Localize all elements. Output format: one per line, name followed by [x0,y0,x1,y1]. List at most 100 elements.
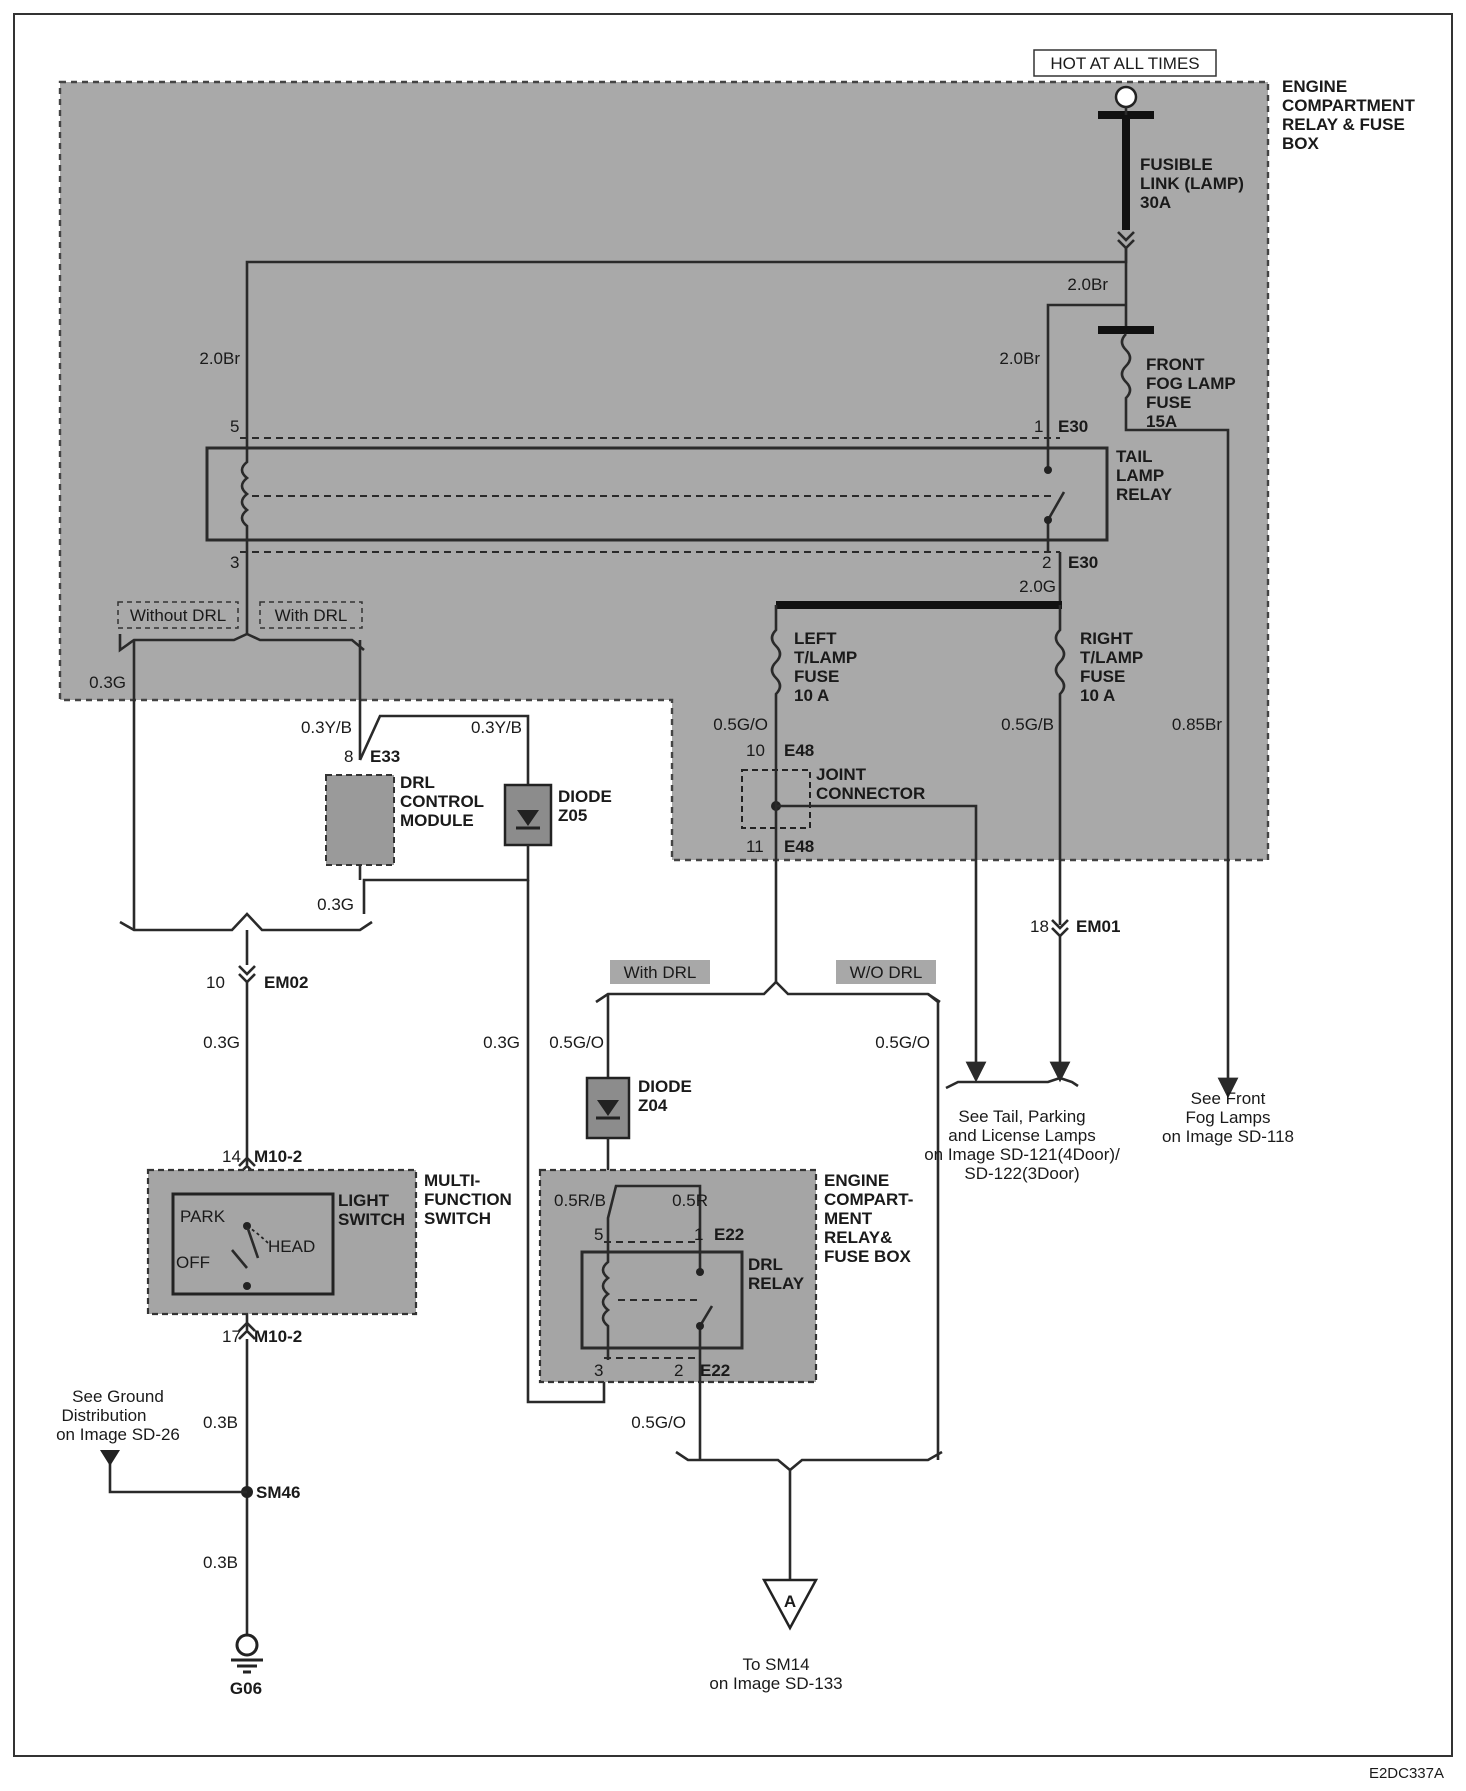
svg-text:DRL: DRL [400,773,435,792]
em02-pin: 10 [206,973,225,992]
svg-text:See Front: See Front [1191,1089,1266,1108]
drl-relay-label: DRL RELAY [748,1255,805,1293]
svg-text:FOG LAMP: FOG LAMP [1146,374,1236,393]
svg-text:Fog Lamps: Fog Lamps [1185,1108,1270,1127]
wire-label-0-3g-diode: 0.3G [483,1033,520,1052]
with-drl-tag-label: With DRL [624,963,697,982]
svg-text:DIODE: DIODE [558,787,612,806]
svg-text:MODULE: MODULE [400,811,474,830]
svg-text:LEFT: LEFT [794,629,837,648]
with-drl-label: With DRL [275,606,348,625]
switch-off-label: OFF [176,1253,210,1272]
connector-a-label: A [784,1592,796,1611]
e30-bottom-label: E30 [1068,553,1098,572]
svg-text:and License Lamps: and License Lamps [948,1126,1095,1145]
engine-compartment-label: ENGINE COMPARTMENT RELAY & FUSE BOX [1282,77,1415,153]
em01-pin: 18 [1030,917,1049,936]
svg-text:RELAY&: RELAY& [824,1228,892,1247]
e30-pin-2: 2 [1042,553,1051,572]
drl-control-module [325,774,395,866]
svg-text:T/LAMP: T/LAMP [794,648,857,667]
with-drl-box [259,601,363,629]
e22-bottom-label: E22 [700,1361,730,1380]
svg-text:COMPART-: COMPART- [824,1190,913,1209]
light-switch-label: LIGHT SWITCH [338,1191,405,1229]
m10-top-label: M10-2 [254,1147,302,1166]
svg-text:CONNECTOR: CONNECTOR [816,784,925,803]
switch-head-label: HEAD [268,1237,315,1256]
drl-relay-coil [601,1238,611,1360]
wire-label-0-5go-left: 0.5G/O [713,715,768,734]
ground-g06-label: G06 [230,1679,262,1698]
svg-text:SWITCH: SWITCH [424,1209,491,1228]
e48-bottom-label: E48 [784,837,814,856]
tail-lamp-relay-box [205,446,1109,542]
drl-split-bracket [118,632,365,653]
wire-label-0-3b-upper: 0.3B [203,1413,238,1432]
svg-text:LIGHT: LIGHT [338,1191,390,1210]
svg-text:To SM14: To SM14 [742,1655,809,1674]
svg-text:SD-122(3Door): SD-122(3Door) [964,1164,1079,1183]
wire-label-0-5gb: 0.5G/B [1001,715,1054,734]
e30-pin-1: 1 [1034,417,1043,436]
relay-coil [240,438,250,552]
e22-pin-2: 2 [674,1361,683,1380]
e22-pin-3: 3 [594,1361,603,1380]
e48-top-label: E48 [784,741,814,760]
svg-text:ENGINE: ENGINE [824,1171,889,1190]
see-ground-distribution-note: See Ground Distribution on Image SD-26 [56,1387,180,1444]
drl-split-bracket-2 [595,980,941,1004]
light-switch-box [171,1192,335,1296]
power-source-circle [1114,85,1138,109]
svg-text:CONTROL: CONTROL [400,792,484,811]
svg-text:RELAY & FUSE: RELAY & FUSE [1282,115,1405,134]
wire-label-0-5go-bottom: 0.5G/O [631,1413,686,1432]
wire-label-0-3g-left: 0.3G [89,673,126,692]
svg-text:DIODE: DIODE [638,1077,692,1096]
front-fog-fuse-label: FRONT FOG LAMP FUSE 15A [1146,355,1236,431]
joint-connector-label: JOINT CONNECTOR [816,765,925,803]
relay-pin-3: 3 [230,553,239,572]
e48-pin-10: 10 [746,741,765,760]
svg-text:10 A: 10 A [794,686,829,705]
svg-text:10 A: 10 A [1080,686,1115,705]
svg-text:RELAY: RELAY [1116,485,1173,504]
svg-text:COMPARTMENT: COMPARTMENT [1282,96,1415,115]
with-drl-tag [610,960,710,984]
wire-label-2-0br-left: 2.0Br [199,349,240,368]
svg-text:on Image SD-26: on Image SD-26 [56,1425,180,1444]
wire-2-0br-right [1046,248,1128,438]
svg-text:FUSE: FUSE [1080,667,1125,686]
wire-label-0-3yb-left: 0.3Y/B [301,718,352,737]
svg-text:T/LAMP: T/LAMP [1080,648,1143,667]
svg-text:on Image SD-133: on Image SD-133 [709,1674,842,1693]
svg-text:MENT: MENT [824,1209,873,1228]
e22-pin-5: 5 [594,1225,603,1244]
drl-relay-box [580,1250,744,1350]
svg-text:Z04: Z04 [638,1096,668,1115]
em02-label: EM02 [264,973,308,992]
wire-label-0-85br: 0.85Br [1172,715,1222,734]
e22-top-label: E22 [714,1225,744,1244]
right-tlamp-fuse [1054,605,1066,925]
drl-control-module-label: DRL CONTROL MODULE [400,773,484,830]
wire-label-0-3g-em02: 0.3G [203,1033,240,1052]
wire-0-5go-wo [927,992,940,1460]
wire-label-2-0br-top: 2.0Br [1067,275,1108,294]
svg-text:FUSE BOX: FUSE BOX [824,1247,912,1266]
wire-0-3g-module [362,845,530,914]
svg-text:FRONT: FRONT [1146,355,1205,374]
svg-text:ENGINE: ENGINE [1282,77,1347,96]
svg-text:FUSIBLE: FUSIBLE [1140,155,1213,174]
e22-pin-1: 1 [694,1225,703,1244]
svg-text:BOX: BOX [1282,134,1320,153]
hot-at-all-times-box [1033,49,1217,77]
svg-text:TAIL: TAIL [1116,447,1153,466]
page-frame [13,13,1453,1757]
e33-pin: 8 [344,747,353,766]
connector-a-triangle [761,1578,819,1631]
svg-text:LAMP: LAMP [1116,466,1164,485]
wire-label-0-3g-module: 0.3G [317,895,354,914]
to-sm14-note: To SM14 on Image SD-133 [709,1655,842,1693]
e30-top-label: E30 [1058,417,1088,436]
